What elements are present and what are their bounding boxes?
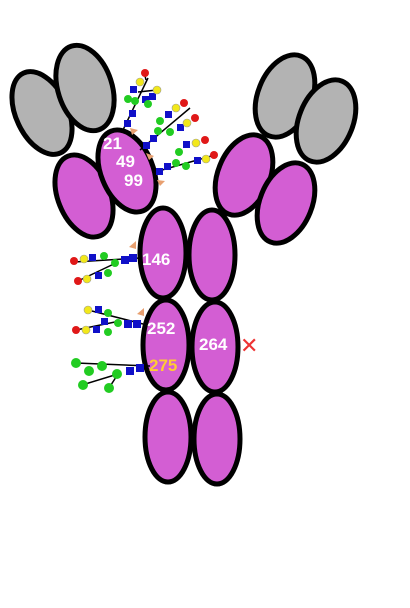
sialic-acid-icon (74, 277, 82, 285)
fucose-triangle-icon (137, 308, 144, 316)
heavy-chain-hinge (137, 205, 238, 303)
glcnac-square-icon (142, 96, 149, 103)
mannose-circle-icon (156, 117, 164, 125)
glcnac-square-icon (136, 364, 144, 372)
sialic-acid-icon (141, 69, 149, 77)
sialic-acid-icon (72, 326, 80, 334)
glcnac-square-icon (183, 141, 190, 148)
glcnac-square-icon (124, 120, 131, 127)
mannose-circle-icon (104, 383, 114, 393)
glcnac-square-icon (101, 318, 108, 325)
x-mark-icon: ✕ (240, 334, 258, 359)
heavy-chain-left-ch3-domain (142, 389, 194, 485)
mannose-circle-icon (124, 95, 132, 103)
galactose-circle-icon (182, 118, 192, 128)
mannose-circle-icon (154, 127, 162, 135)
glycan-site-252 (72, 305, 144, 336)
glcnac-square-icon (130, 86, 137, 93)
heavy-chain-left-vh-domain (95, 127, 159, 215)
light-chain-left-inner (53, 42, 117, 134)
site-label-21: 21 (103, 134, 122, 153)
glcnac-square-icon (129, 110, 136, 117)
galactose-circle-icon (79, 254, 89, 264)
heavy-chain-left-fab (52, 127, 159, 240)
glcnac-square-icon (95, 272, 102, 279)
fucose-triangle-icon (130, 128, 138, 135)
mannose-circle-icon (78, 380, 88, 390)
heavy-chain-fc-upper (140, 297, 241, 395)
heavy-chain-left-ch2-domain (140, 297, 192, 393)
galactose-circle-icon (135, 77, 145, 87)
mannose-circle-icon (131, 97, 139, 105)
mannose-circle-icon (114, 319, 122, 327)
mannose-circle-icon (104, 269, 112, 277)
galactose-circle-icon (191, 138, 201, 148)
fucose-triangle-icon (129, 241, 136, 249)
glcnac-square-icon (165, 111, 172, 118)
site-label-146: 146 (142, 250, 170, 269)
glcnac-square-icon (194, 157, 201, 164)
glcnac-square-icon (129, 254, 137, 262)
sialic-acid-icon (180, 99, 188, 107)
mannose-circle-icon (84, 366, 94, 376)
site-label-264: 264 (199, 335, 228, 354)
heavy-chain-right-fab (212, 132, 318, 246)
glcnac-square-icon (150, 135, 157, 142)
glcnac-square-icon (164, 163, 171, 170)
heavy-chain-right-outer-domain (254, 160, 318, 246)
mannose-circle-icon (112, 369, 122, 379)
light-chain-right (252, 52, 359, 165)
glycan-site-146 (70, 241, 141, 285)
glcnac-square-icon (89, 254, 96, 261)
glycan-upper-tree (121, 69, 218, 186)
galactose-circle-icon (82, 274, 92, 284)
sialic-acid-icon (70, 257, 78, 265)
glcnac-square-icon (126, 367, 134, 375)
mannose-circle-icon (104, 309, 112, 317)
mannose-circle-icon (71, 358, 81, 368)
glcnac-square-icon (149, 93, 156, 100)
sialic-acid-icon (210, 151, 218, 159)
site-label-275: 275 (149, 356, 177, 375)
glycan-site-275 (71, 358, 151, 393)
mannose-circle-icon (172, 159, 180, 167)
glcnac-square-icon (177, 124, 184, 131)
mannose-circle-icon (166, 128, 174, 136)
mannose-circle-icon (97, 361, 107, 371)
fucose-triangle-icon (157, 180, 165, 186)
glcnac-square-icon (124, 320, 132, 328)
glcnac-square-icon (133, 320, 141, 328)
mannose-circle-icon (104, 328, 112, 336)
galactose-circle-icon (81, 325, 91, 335)
galactose-circle-icon (201, 154, 211, 164)
mannose-circle-icon (144, 100, 152, 108)
glcnac-square-icon (143, 142, 150, 149)
site-label-49: 49 (116, 152, 135, 171)
fucose-triangle-icon (146, 153, 154, 160)
mannose-circle-icon (175, 148, 183, 156)
sialic-acid-icon (191, 114, 199, 122)
mannose-circle-icon (100, 252, 108, 260)
site-label-99: 99 (124, 171, 143, 190)
heavy-chain-fc-lower (142, 389, 243, 487)
galactose-circle-icon (171, 103, 181, 113)
light-chain-left (9, 42, 117, 157)
heavy-chain-right-hinge-domain (186, 207, 238, 303)
heavy-chain-right-ch3-domain (191, 391, 243, 487)
galactose-circle-icon (83, 305, 93, 315)
mannose-circle-icon (111, 259, 119, 267)
galactose-circle-icon (152, 85, 162, 95)
glcnac-square-icon (95, 306, 102, 313)
glcnac-square-icon (121, 256, 129, 264)
light-chain-right-outer (293, 77, 359, 165)
sialic-acid-icon (201, 136, 209, 144)
mannose-circle-icon (182, 162, 190, 170)
site-label-252: 252 (147, 319, 175, 338)
glcnac-square-icon (93, 326, 100, 333)
glcnac-square-icon (156, 168, 163, 175)
